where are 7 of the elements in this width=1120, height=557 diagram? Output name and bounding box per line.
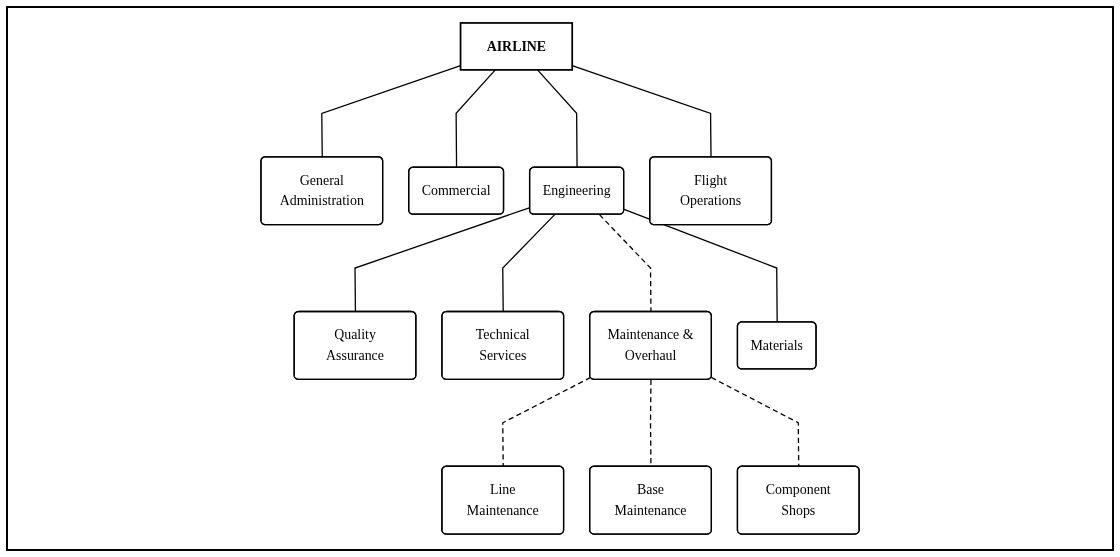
connector	[598, 213, 652, 313]
connector	[710, 376, 800, 468]
connector	[502, 213, 556, 313]
connector	[455, 69, 496, 169]
node-box: AIRLINE	[459, 22, 574, 71]
connector	[502, 376, 592, 468]
connector	[536, 69, 578, 169]
